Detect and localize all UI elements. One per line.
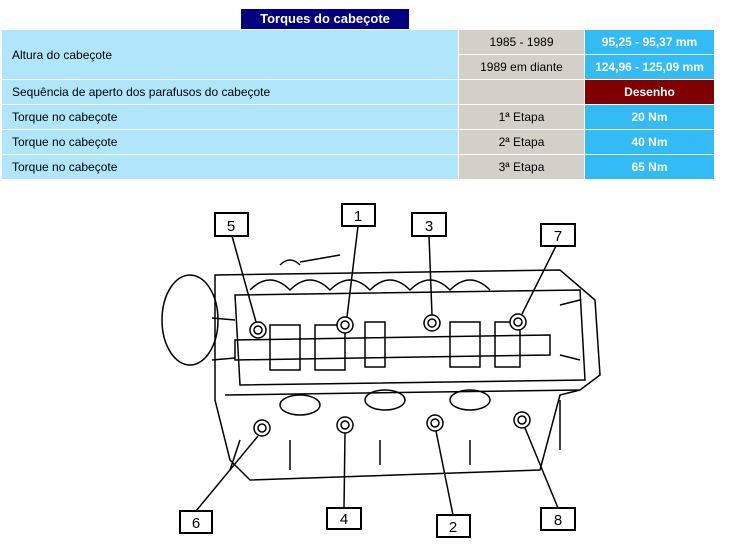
row-label: Torque no cabeçote bbox=[2, 130, 458, 154]
callout-4: 4 bbox=[340, 511, 348, 528]
stage-cell: 2ª Etapa bbox=[459, 130, 584, 154]
bolt-3 bbox=[423, 314, 441, 332]
drawing-link[interactable]: Desenho bbox=[585, 80, 714, 104]
row-label: Sequência de aperto dos parafusos do cab… bbox=[2, 80, 458, 104]
row-label: Torque no cabeçote bbox=[2, 105, 458, 129]
callout-box-8 bbox=[540, 507, 576, 531]
callout-3: 3 bbox=[425, 218, 433, 235]
bolt-2 bbox=[426, 414, 444, 432]
engine-drawing bbox=[161, 254, 601, 481]
bolt-5 bbox=[249, 321, 267, 339]
callout-1: 1 bbox=[354, 208, 362, 225]
callout-box-6 bbox=[179, 510, 213, 534]
callout-box-4 bbox=[326, 507, 362, 530]
value-cell: 124,96 - 125,09 mm bbox=[585, 55, 714, 79]
table-row: Torque no cabeçote 1ª Etapa 20 Nm bbox=[2, 105, 714, 129]
period-cell: 1989 em diante bbox=[459, 55, 584, 79]
value-cell: 65 Nm bbox=[585, 155, 714, 179]
stage-cell: 3ª Etapa bbox=[459, 155, 584, 179]
callout-box-1 bbox=[341, 203, 376, 227]
callout-box-7 bbox=[540, 223, 576, 247]
table-row: Torque no cabeçote 2ª Etapa 40 Nm bbox=[2, 130, 714, 154]
bolt-6 bbox=[253, 419, 271, 437]
row-label: Altura do cabeçote bbox=[2, 30, 458, 79]
bolt-4 bbox=[336, 416, 354, 434]
page-title: Torques do cabeçote bbox=[241, 9, 409, 29]
table-row: Altura do cabeçote 1985 - 1989 95,25 - 9… bbox=[2, 30, 714, 79]
callout-5: 5 bbox=[227, 218, 235, 235]
row-label: Torque no cabeçote bbox=[2, 155, 458, 179]
callout-box-2 bbox=[436, 514, 471, 538]
value-cell: 95,25 - 95,37 mm bbox=[585, 30, 714, 54]
table-row: Sequência de aperto dos parafusos do cab… bbox=[2, 80, 714, 104]
period-cell: 1985 - 1989 bbox=[459, 30, 584, 54]
cylinder-head-diagram: 5 1 3 7 6 4 2 8 bbox=[161, 203, 601, 538]
callout-box-5 bbox=[214, 212, 249, 237]
value-cell: 40 Nm bbox=[585, 130, 714, 154]
specs-table: Altura do cabeçote 1985 - 1989 95,25 - 9… bbox=[1, 29, 715, 180]
stage-cell: 1ª Etapa bbox=[459, 105, 584, 129]
empty-cell bbox=[459, 80, 584, 104]
value-cell: 20 Nm bbox=[585, 105, 714, 129]
callout-box-3 bbox=[411, 212, 447, 237]
bolt-7 bbox=[509, 313, 527, 331]
callout-6: 6 bbox=[192, 515, 200, 532]
callout-8: 8 bbox=[554, 512, 562, 529]
bolt-1 bbox=[336, 316, 354, 334]
bolt-8 bbox=[513, 411, 531, 429]
table-row: Torque no cabeçote 3ª Etapa 65 Nm bbox=[2, 155, 714, 179]
callout-7: 7 bbox=[554, 228, 562, 245]
table-row: 1989 em diante 124,96 - 125,09 mm bbox=[2, 55, 714, 79]
callout-2: 2 bbox=[449, 519, 457, 536]
